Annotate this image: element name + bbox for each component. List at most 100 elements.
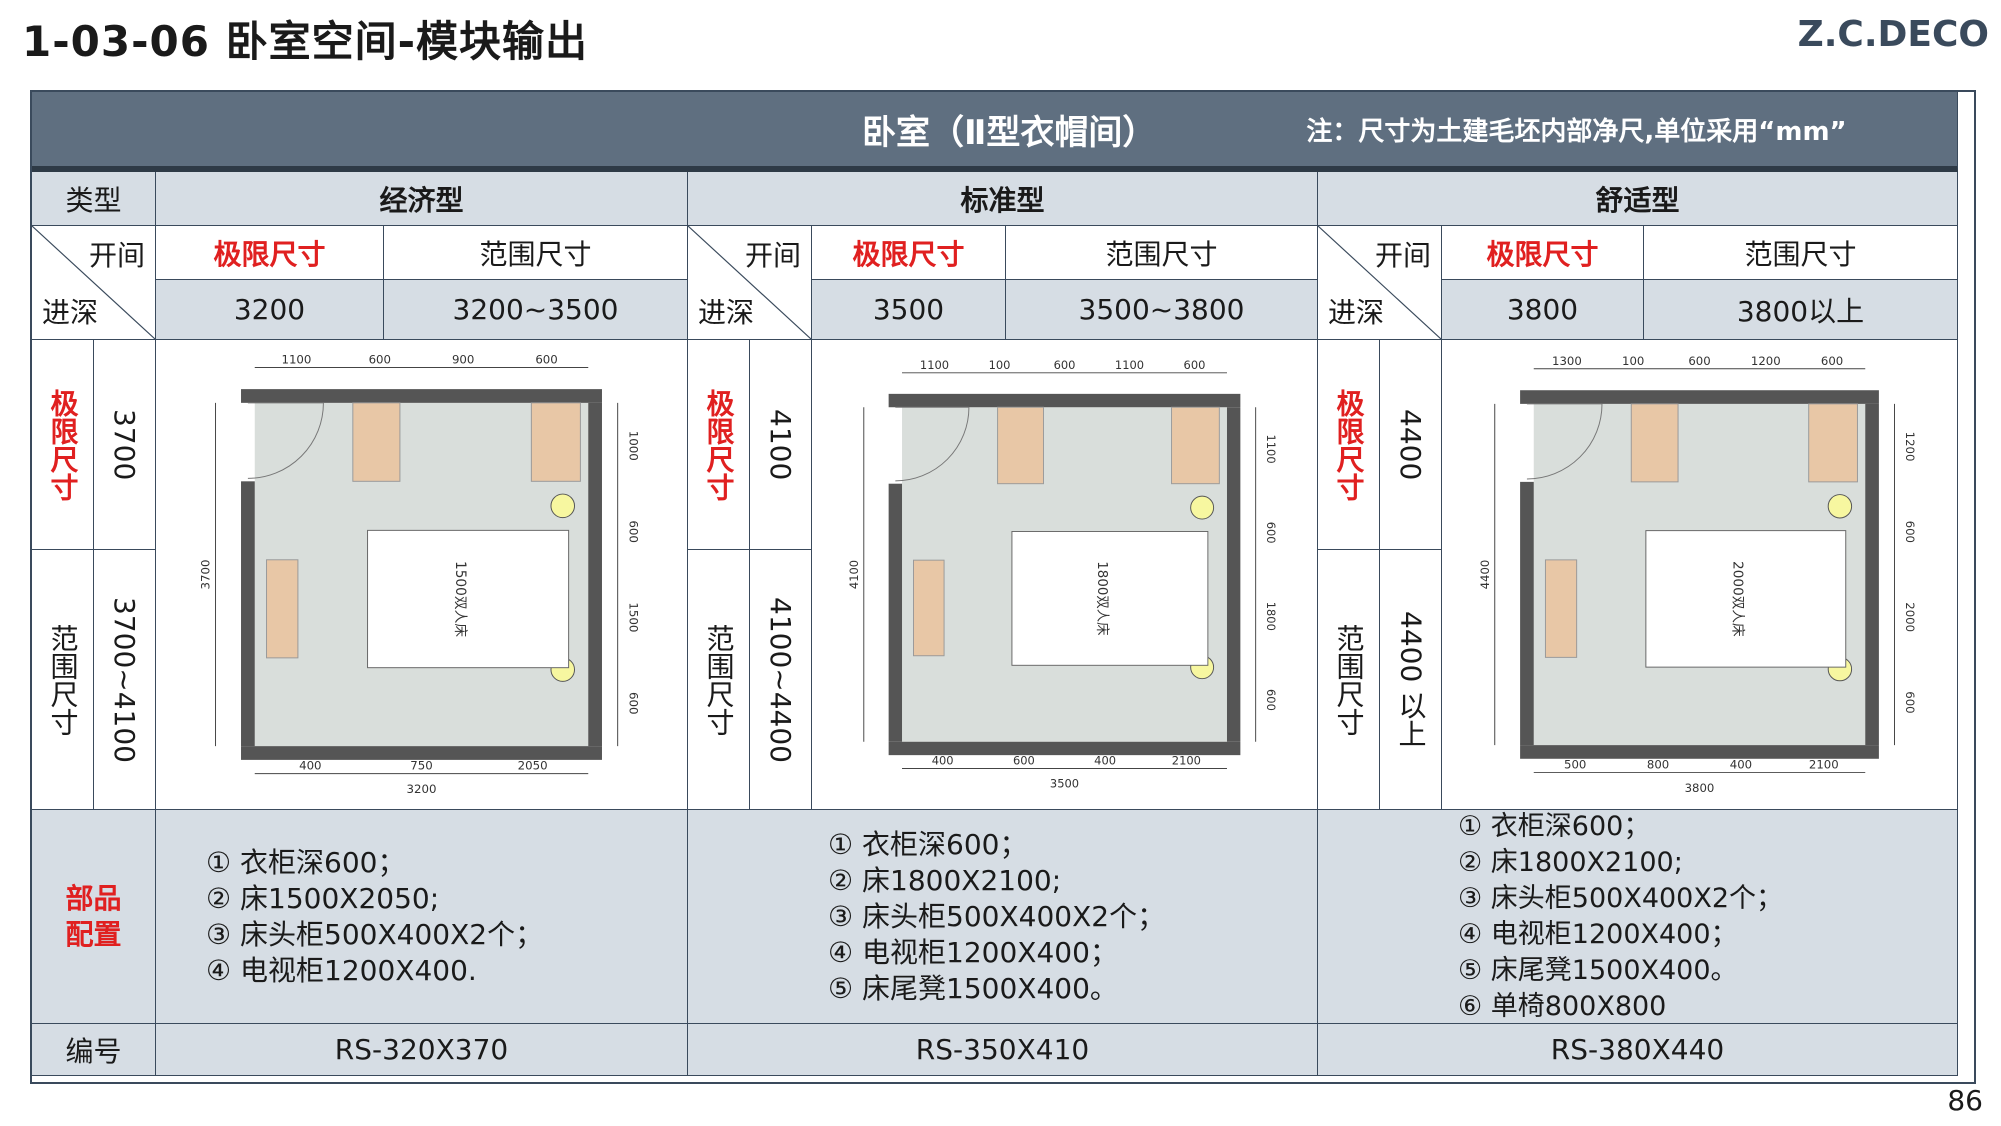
code-standard: RS-350X410 [688, 1024, 1318, 1076]
config-label: 部品配置 [32, 810, 156, 1024]
dim-side: 3700 [199, 560, 213, 590]
config-item: ⑤ 床尾凳1500X400。 [828, 971, 1118, 1005]
dim-total: 3200 [407, 782, 437, 796]
wardrobe-2 [530, 402, 581, 482]
door-swing [895, 406, 970, 482]
wall-right [588, 402, 602, 747]
jinshen-label: 进深 [42, 296, 99, 329]
config-item: ④ 电视柜1200X400； [828, 935, 1118, 969]
depth-range-label-1: 范围尺寸 [32, 550, 94, 810]
wall-bottom [1520, 745, 1879, 759]
tv-cabinet [266, 559, 299, 659]
dim-total: 3500 [1050, 777, 1079, 791]
config-item: ① 衣柜深600； [206, 845, 406, 879]
depth-limit-label-2: 极限尺寸 [688, 340, 750, 550]
depth-limit-2: 4100 [750, 340, 812, 550]
dim-right: 600 [1264, 689, 1278, 711]
dim-top: 1100 [1115, 358, 1144, 372]
page-number: 86 [1947, 1084, 1983, 1117]
config-item: ③ 床头柜500X400X2个； [206, 917, 544, 951]
dim-right: 2000 [1903, 602, 1917, 632]
type-economy: 经济型 [156, 172, 688, 226]
config-list: ① 衣柜深600；② 床1800X2100;③ 床头柜500X400X2个；④ … [828, 827, 1165, 1007]
nightstand-lamp [1827, 494, 1853, 519]
config-item: ② 床1800X2100; [828, 863, 1062, 897]
dim-bottom: 2100 [1172, 754, 1201, 768]
config-item: ⑥ 单椅800X800 [1458, 990, 1667, 1022]
depth-range-label-2: 范围尺寸 [688, 550, 750, 810]
dim-bottom: 2050 [518, 759, 548, 773]
dim-bottom: 2100 [1809, 758, 1839, 772]
config-item: ④ 电视柜1200X400. [206, 953, 477, 987]
dim-bottom: 400 [299, 759, 321, 773]
nightstand-lamp [550, 493, 576, 519]
dim-right: 600 [1903, 691, 1917, 713]
kaijian-label: 开间 [744, 239, 801, 272]
wardrobe-2 [1171, 406, 1220, 485]
dim-total: 3800 [1685, 781, 1715, 795]
width-limit-1: 3200 [156, 280, 384, 340]
diagonal-header-2: 开间 进深 [688, 226, 812, 340]
code-label: 编号 [32, 1024, 156, 1076]
limit-label-1: 极限尺寸 [156, 226, 384, 280]
banner-room: 卧室（Ⅱ型衣帽间） [862, 112, 1157, 153]
dim-side: 4100 [847, 560, 861, 589]
type-comfort: 舒适型 [1318, 172, 1958, 226]
dim-right: 600 [626, 692, 640, 714]
wall-left [1520, 481, 1534, 746]
banner-note: 注：尺寸为土建毛坯内部净尺,单位采用“mm” [1306, 116, 1847, 147]
config-item: ② 床1500X2050; [206, 881, 440, 915]
wall-bottom [241, 746, 602, 760]
wall-top [888, 393, 1241, 408]
range-label-3: 范围尺寸 [1644, 226, 1958, 280]
type-standard: 标准型 [688, 172, 1318, 226]
dim-right: 600 [1264, 522, 1278, 544]
wall-bottom [888, 741, 1241, 756]
bed [1011, 531, 1209, 666]
jinshen-label: 进深 [698, 296, 755, 329]
width-range-3: 3800以上 [1644, 280, 1958, 340]
depth-limit-label-1: 极限尺寸 [32, 340, 94, 550]
dim-right: 1800 [1264, 602, 1278, 631]
wardrobe-1 [352, 402, 401, 482]
door-swing [247, 402, 324, 479]
dim-right: 1000 [626, 431, 640, 461]
range-label-2: 范围尺寸 [1006, 226, 1318, 280]
jinshen-label: 进深 [1328, 296, 1385, 329]
wardrobe-1 [1630, 403, 1679, 483]
config-item: ④ 电视柜1200X400； [1458, 918, 1738, 950]
banner: 卧室（Ⅱ型衣帽间） 注：尺寸为土建毛坯内部净尺,单位采用“mm” [32, 92, 1958, 172]
kaijian-label: 开间 [1374, 239, 1431, 272]
type-label: 类型 [32, 172, 156, 226]
dim-top: 600 [1184, 358, 1206, 372]
config-list: ① 衣柜深600；② 床1800X2100;③ 床头柜500X400X2个；④ … [1458, 810, 1783, 1023]
tv-cabinet [913, 559, 945, 657]
wall-right [1865, 403, 1879, 746]
dim-right: 1100 [1264, 434, 1278, 463]
dim-top: 600 [1821, 354, 1843, 368]
depth-range-2: 4100~4400 [750, 550, 812, 810]
dim-right: 1200 [1903, 432, 1917, 462]
tv-cabinet [1544, 559, 1578, 658]
bed [1645, 530, 1847, 668]
config-comfort: ① 衣柜深600；② 床1800X2100;③ 床头柜500X400X2个；④ … [1318, 810, 1958, 1024]
dim-top: 600 [1054, 358, 1076, 372]
wall-left [241, 481, 255, 747]
dim-top: 1100 [920, 358, 949, 372]
depth-range-1: 3700~4100 [94, 550, 156, 810]
config-list: ① 衣柜深600；② 床1500X2050;③ 床头柜500X400X2个；④ … [206, 845, 543, 989]
code-economy: RS-320X370 [156, 1024, 688, 1076]
wardrobe-2 [1808, 403, 1858, 483]
wall-top [1520, 390, 1879, 404]
dim-top: 900 [452, 353, 474, 367]
config-item: ② 床1800X2100; [1458, 846, 1683, 878]
width-range-1: 3200~3500 [384, 280, 688, 340]
dim-top: 600 [1688, 354, 1710, 368]
bed [367, 529, 570, 669]
